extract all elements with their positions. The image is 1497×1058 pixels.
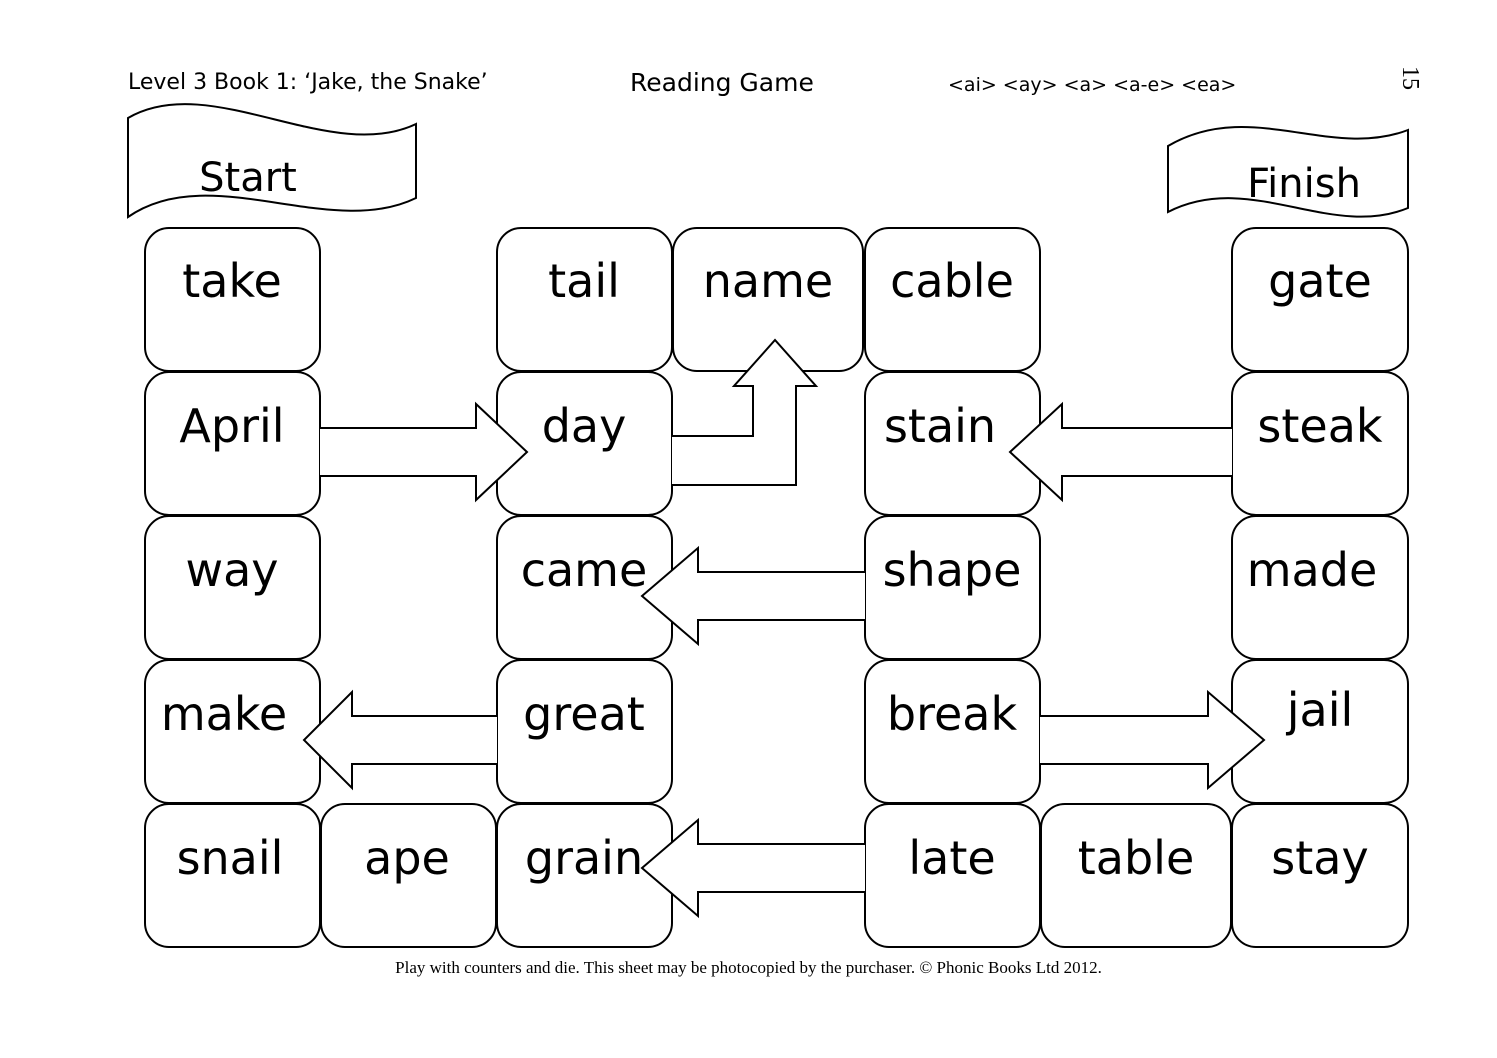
- finish-banner: Finish: [1167, 126, 1409, 218]
- tile-word: jail: [1286, 683, 1354, 737]
- board-tile: stain: [864, 371, 1041, 516]
- footer-text: Play with counters and die. This sheet m…: [395, 958, 1102, 977]
- board-tile: ape: [320, 803, 497, 948]
- board-tile: great: [496, 659, 673, 804]
- finish-label: Finish: [1247, 161, 1361, 207]
- tile-word: ape: [364, 831, 450, 885]
- tile-word: came: [521, 543, 648, 597]
- tile-word: table: [1078, 831, 1195, 885]
- tile-word: shape: [883, 543, 1022, 597]
- tile-word: grain: [525, 831, 643, 885]
- tile-word: cable: [890, 254, 1014, 308]
- tile-word: stay: [1271, 831, 1368, 885]
- arrow-left-icon: [640, 817, 865, 919]
- board-tile: stay: [1231, 803, 1409, 948]
- tile-word: stain: [884, 399, 996, 453]
- arrow-left-icon: [640, 545, 865, 647]
- board-tile: April: [144, 371, 321, 516]
- tile-word: made: [1247, 543, 1378, 597]
- phonics-patterns: <ai> <ay> <a> <a-e> <ea>: [948, 74, 1237, 96]
- tile-word: tail: [548, 254, 620, 308]
- tile-word: way: [185, 543, 278, 597]
- game-title: Reading Game: [630, 68, 814, 97]
- tile-word: day: [542, 399, 627, 453]
- footer-note: Play with counters and die. This sheet m…: [0, 958, 1497, 978]
- book-title: Level 3 Book 1: ‘Jake, the Snake’: [128, 70, 488, 95]
- arrow-left-icon: [302, 689, 497, 791]
- board-tile: gate: [1231, 227, 1409, 372]
- arrow-right-icon: [1040, 689, 1266, 791]
- board-tile: break: [864, 659, 1041, 804]
- arrow-left-icon: [1008, 401, 1232, 503]
- board-tile: tail: [496, 227, 673, 372]
- tile-word: great: [523, 687, 645, 741]
- tile-word: April: [179, 399, 284, 453]
- tile-word: break: [887, 687, 1018, 741]
- board-tile: snail: [144, 803, 321, 948]
- tile-word: take: [182, 254, 282, 308]
- board-tile: make: [144, 659, 321, 804]
- board-tile: late: [864, 803, 1041, 948]
- board-tile: table: [1040, 803, 1232, 948]
- tile-word: snail: [177, 831, 284, 885]
- board-tile: made: [1231, 515, 1409, 660]
- arrow-up-icon: [672, 338, 819, 486]
- board-tile: steak: [1231, 371, 1409, 516]
- tile-word: late: [908, 831, 995, 885]
- board-tile: name: [672, 227, 864, 372]
- board-tile: cable: [864, 227, 1041, 372]
- board-tile: jail: [1231, 659, 1409, 804]
- board-tile: take: [144, 227, 321, 372]
- tile-word: gate: [1268, 254, 1372, 308]
- board-tile: came: [496, 515, 673, 660]
- tile-word: make: [161, 687, 287, 741]
- board-tile: grain: [496, 803, 673, 948]
- board-tile: shape: [864, 515, 1041, 660]
- tile-word: steak: [1257, 399, 1382, 453]
- start-label: Start: [199, 155, 297, 201]
- board-tile: day: [496, 371, 673, 516]
- tile-word: name: [703, 254, 833, 308]
- board-tile: way: [144, 515, 321, 660]
- arrow-right-icon: [320, 401, 529, 503]
- start-banner: Start: [127, 103, 417, 219]
